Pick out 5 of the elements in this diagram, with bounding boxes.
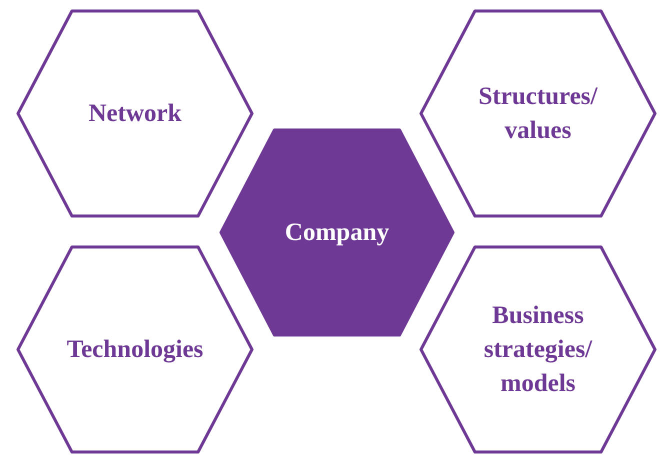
hexagon-label: Company [284, 218, 390, 248]
hexagon-label: Network [88, 98, 182, 128]
hexagon-label: Business strategies/ models [482, 300, 594, 398]
hexagon-label: Technologies [66, 334, 204, 364]
hexagon-label: Structures/ values [478, 82, 599, 146]
